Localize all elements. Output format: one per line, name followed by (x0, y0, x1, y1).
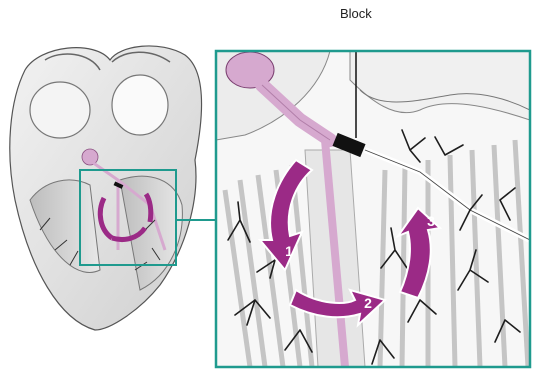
step-2-label: 2 (364, 295, 372, 311)
step-1-label: 1 (285, 243, 293, 259)
step-3-label: 3 (427, 213, 435, 229)
zoom-panel: 1 2 3 (216, 26, 530, 367)
heart-cross-section (10, 46, 202, 330)
block-label: Block (340, 6, 372, 21)
